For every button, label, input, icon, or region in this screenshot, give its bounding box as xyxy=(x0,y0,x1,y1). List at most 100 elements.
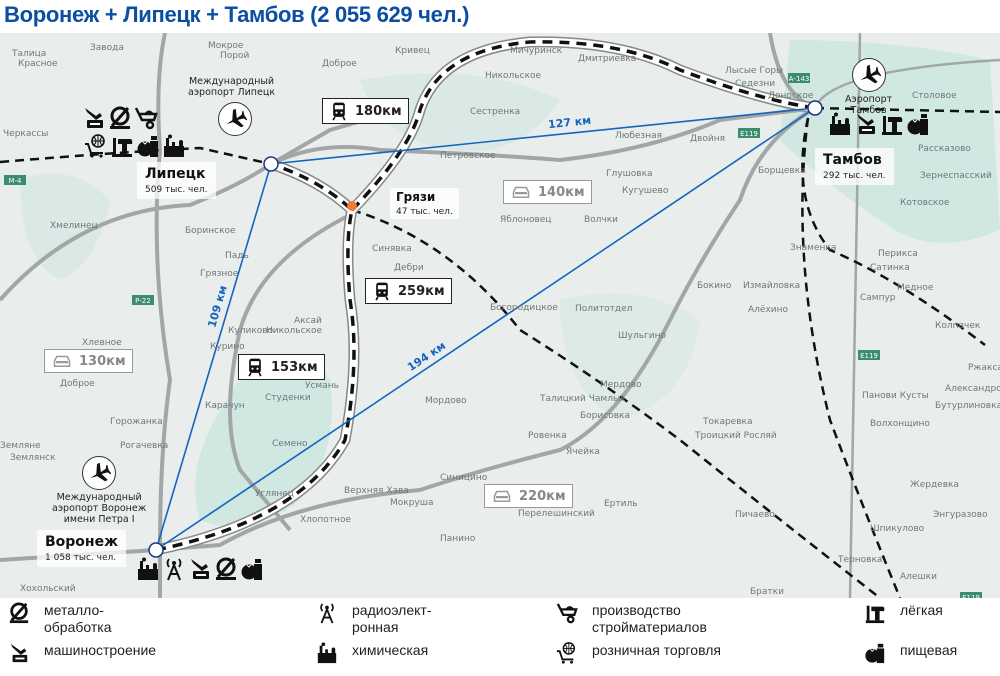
legend-item: пищевая xyxy=(864,642,957,664)
airport-label: аэропорт Липецк xyxy=(188,87,276,98)
town-label: Яблоновец xyxy=(500,215,551,225)
food-icon xyxy=(240,557,264,581)
road-badge xyxy=(858,350,880,360)
legend-label: радиоэлект- ронная xyxy=(352,602,432,635)
gryazi-marker[interactable] xyxy=(347,201,357,211)
road-badge xyxy=(738,128,760,138)
town-label: Доноское xyxy=(768,91,814,101)
car-distance-voronezh-tambov: 220км xyxy=(484,484,573,508)
legend-item: производство стройматериалов xyxy=(556,602,707,636)
voronezh-marker[interactable] xyxy=(148,542,164,558)
town-label: Петровское xyxy=(440,151,496,161)
building-materials-icon xyxy=(556,602,578,624)
road-badge-label: М-4 xyxy=(8,177,22,185)
town-label: Терновка xyxy=(837,555,882,565)
distance-value: 180км xyxy=(355,103,402,119)
legend-item: машиностроение xyxy=(8,642,156,664)
food-icon xyxy=(864,642,886,664)
radio-electronics-icon xyxy=(316,602,338,624)
town-label: Хлевное xyxy=(82,338,122,348)
tambov-marker[interactable] xyxy=(807,100,823,116)
town-label: Мордово xyxy=(425,396,467,406)
town-label: Доброе xyxy=(60,379,95,389)
town-label: Зернеспасский xyxy=(920,171,992,181)
town-label: Борщевка xyxy=(758,166,806,176)
lipetsk-industry-icons-row2 xyxy=(84,134,186,158)
town-label: Студенки xyxy=(265,393,311,403)
light-industry-icon xyxy=(880,112,904,136)
city-name: Тамбов xyxy=(823,152,882,168)
town-label: Политотдел xyxy=(575,304,632,314)
legend-label: пищевая xyxy=(900,642,958,658)
airplane-icon xyxy=(851,58,886,92)
town-label: Талицкий Чамлык xyxy=(539,394,626,404)
road-badge-label: Р-22 xyxy=(135,297,151,305)
town-label: Завода xyxy=(90,43,124,53)
legend-label: металло- обработка xyxy=(44,602,112,635)
rail-distance-voronezh-lipetsk: 153км xyxy=(238,354,325,380)
town-label: Алёхино xyxy=(748,305,789,315)
town-label: Сатинка xyxy=(870,263,910,273)
legend-item: радиоэлект- ронная xyxy=(316,602,432,636)
radio-electronics-icon xyxy=(162,557,186,581)
metalworking-icon xyxy=(214,557,238,581)
town-label: Энгуразово xyxy=(933,510,988,520)
metalworking-icon xyxy=(8,602,30,624)
lipetsk-marker[interactable] xyxy=(263,156,279,172)
car-icon xyxy=(51,352,73,370)
town-label: Шпикулово xyxy=(870,524,925,534)
legend-label: машиностроение xyxy=(44,642,157,658)
town-label: Мичуринск xyxy=(510,46,563,56)
town-label: Семено xyxy=(272,439,308,449)
airport-label: имени Петра I xyxy=(63,514,135,525)
chemical-icon xyxy=(136,557,160,581)
city-name: Липецк xyxy=(145,166,206,182)
city-population: 509 тыс. чел. xyxy=(145,185,208,195)
town-label: Земляне xyxy=(0,441,41,451)
town-label: Грязное xyxy=(200,269,239,279)
car-distance-voronezh-lipetsk: 130км xyxy=(44,349,133,373)
town-label: Красное xyxy=(18,59,58,69)
town-label: Хлопотное xyxy=(300,515,351,525)
town-label: Карачун xyxy=(205,401,245,411)
town-label: Никольское xyxy=(266,326,323,336)
town-label: Синицино xyxy=(440,473,488,483)
distance-value: 153км xyxy=(271,359,318,375)
town-label: Пичаево xyxy=(735,510,775,520)
town-label: Порой xyxy=(220,51,249,61)
town-label: Александро xyxy=(945,384,1000,394)
road-badge xyxy=(788,73,810,83)
road-badge xyxy=(960,592,982,598)
direct-distance-lines xyxy=(155,107,816,551)
road-badge xyxy=(132,295,154,305)
town-label: Любезная xyxy=(615,131,662,141)
town-label: Борисовка xyxy=(580,411,630,421)
town-label: Троицкий Росляй xyxy=(694,431,777,441)
train-icon xyxy=(329,101,349,121)
town-label: Ертиль xyxy=(604,499,638,509)
road-badge xyxy=(4,175,26,185)
town-label: Токаревка xyxy=(702,417,752,427)
legend-item: лёгкая xyxy=(864,602,943,624)
town-label: Сестренка xyxy=(470,107,520,117)
distance-value: 140км xyxy=(538,184,585,200)
town-label: Столовое xyxy=(912,91,957,101)
town-label: Знаменка xyxy=(790,243,836,253)
town-label: Братки xyxy=(750,587,784,597)
food-icon xyxy=(136,134,160,158)
legend-item: металло- обработка xyxy=(8,602,112,636)
chemical-icon xyxy=(162,134,186,158)
machine-building-icon xyxy=(82,106,106,130)
town-label: Лысые Горы xyxy=(725,66,783,76)
distance-value: 259км xyxy=(398,283,445,299)
airport-label: Тамбов xyxy=(850,105,887,116)
town-label: Талица xyxy=(11,49,46,59)
town-label: Ровенка xyxy=(528,431,567,441)
train-icon xyxy=(372,281,392,301)
legend-item: розничная торговля xyxy=(556,642,721,664)
